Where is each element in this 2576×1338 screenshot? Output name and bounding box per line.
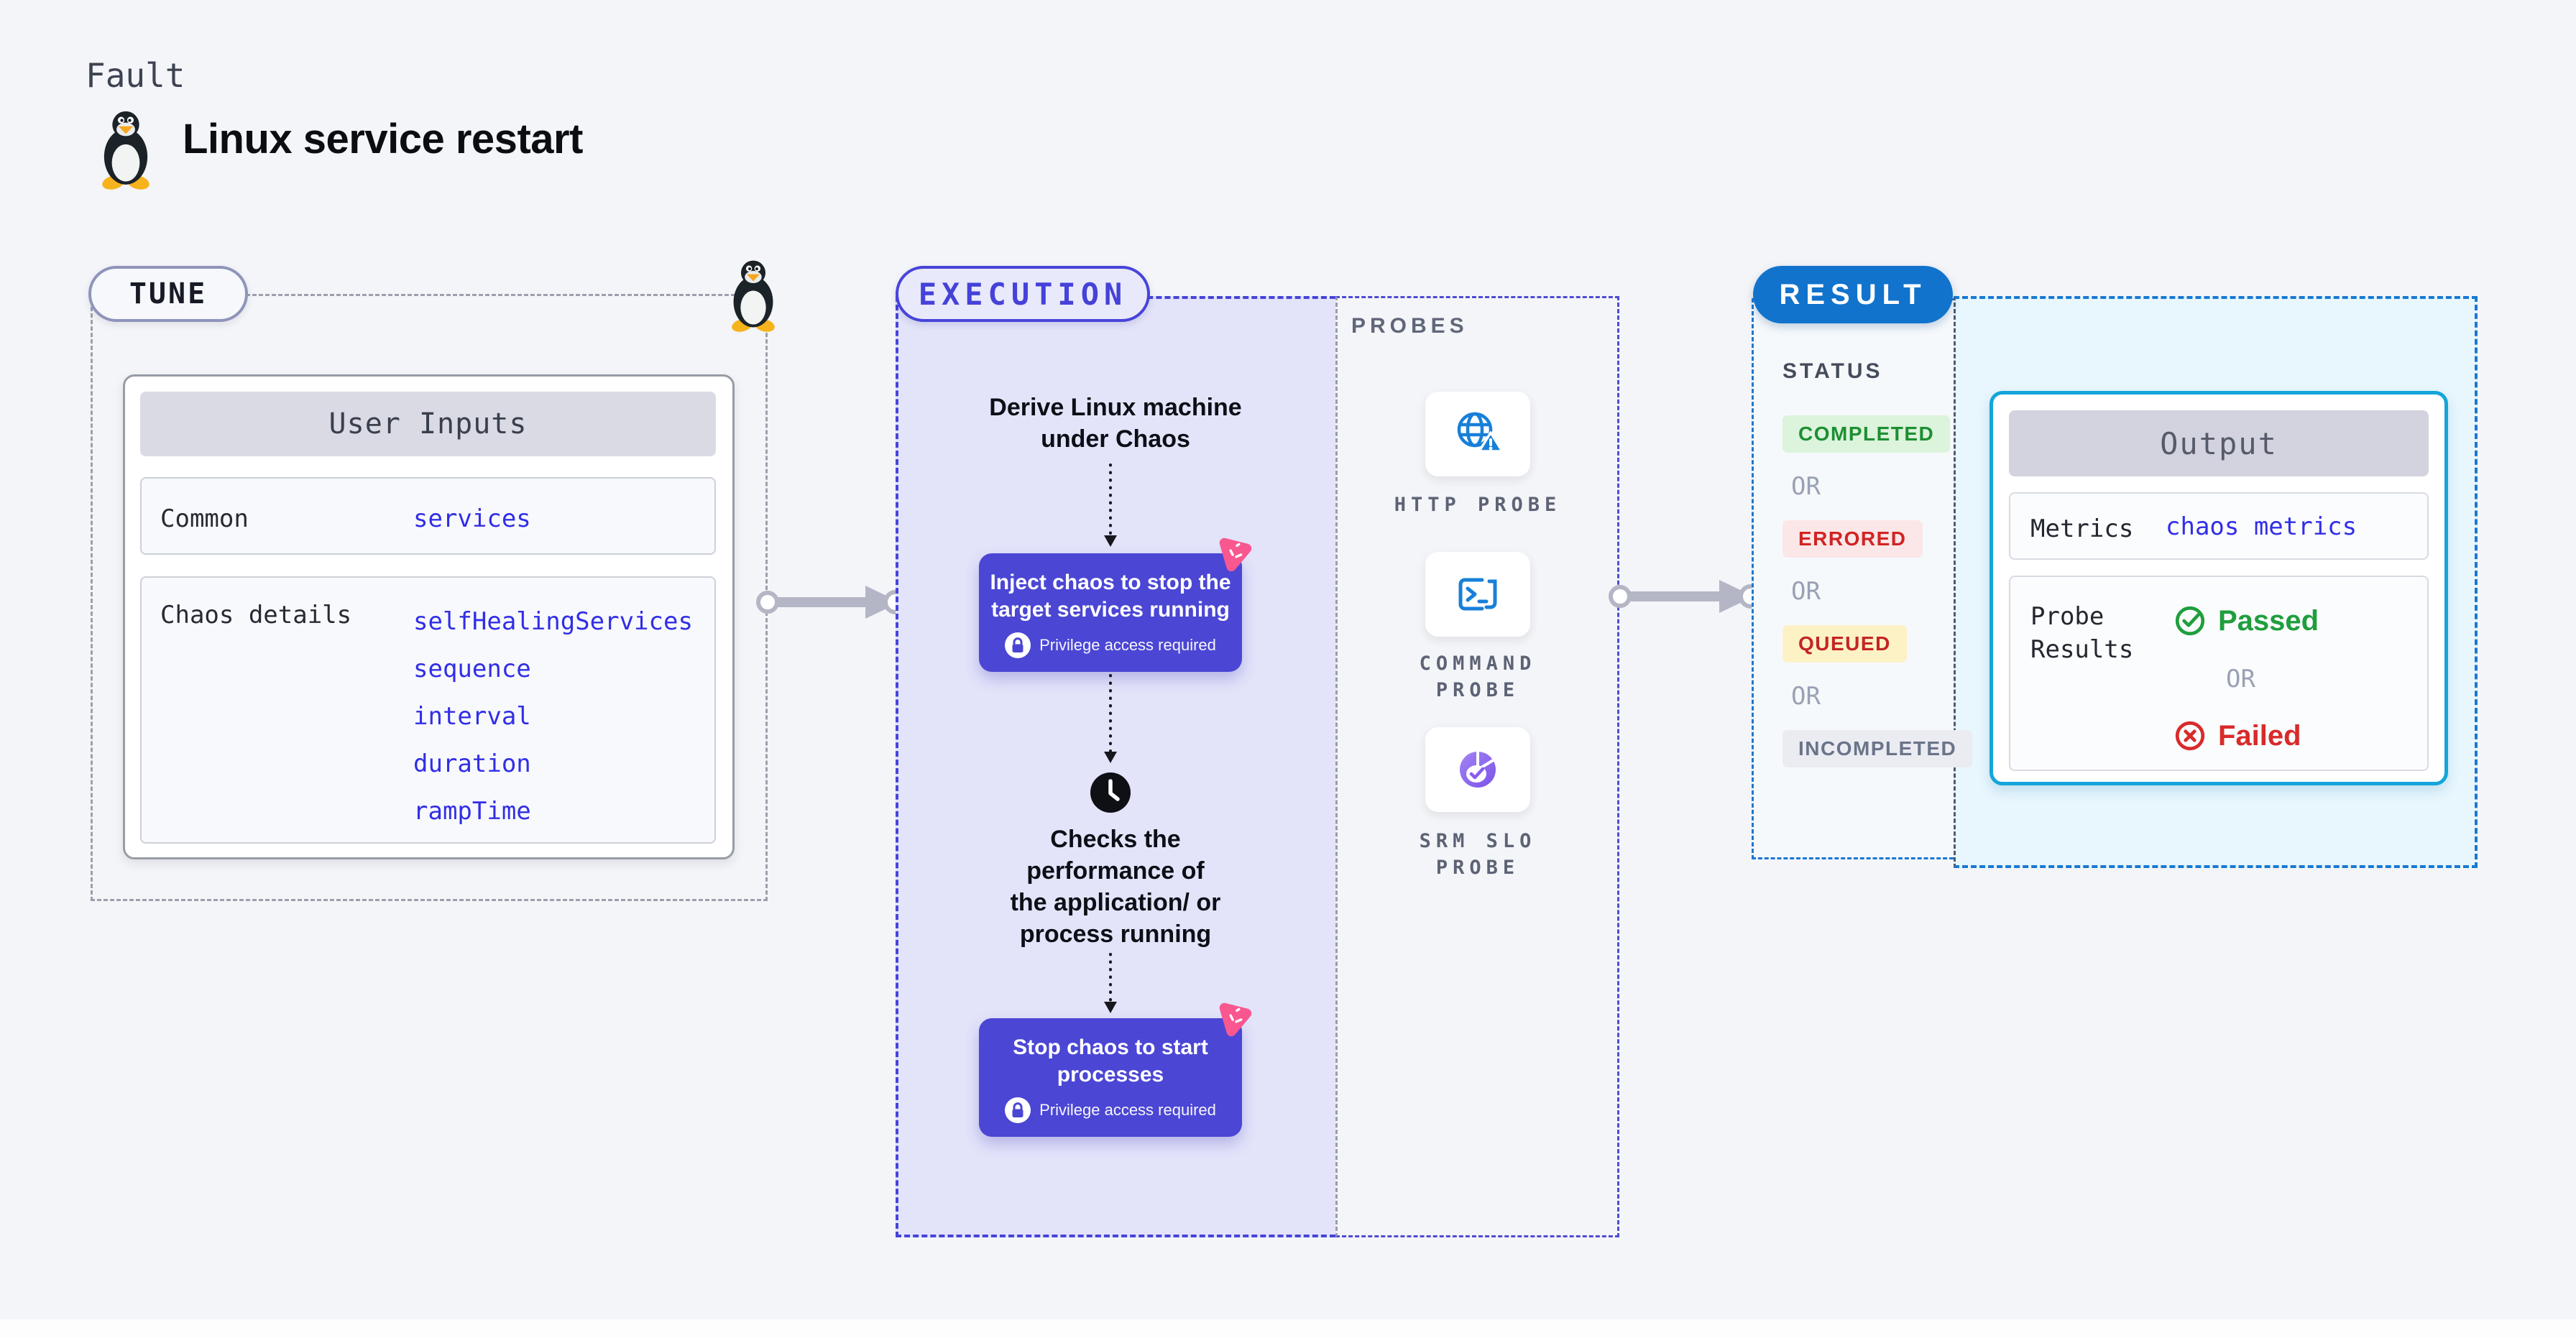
row-value: rampTime	[413, 797, 531, 826]
status-label: STATUS	[1782, 359, 1883, 383]
dotted-arrow-down-icon	[1104, 953, 1117, 1013]
slo-donut-icon	[1460, 750, 1496, 788]
srm-slo-probe-label: SRM SLO PROBE	[1419, 830, 1537, 879]
clock-icon	[1090, 772, 1131, 813]
status-badge-completed: COMPLETED	[1782, 415, 1951, 453]
user-inputs-card: User Inputs Common services Chaos detail…	[123, 374, 735, 859]
privilege-note: Privilege access required	[1005, 632, 1216, 658]
or-separator: OR	[1791, 577, 1821, 606]
failed-text: Failed	[2218, 719, 2301, 752]
dotted-arrow-down-icon	[1104, 463, 1117, 547]
tune-to-execution-arrow	[756, 586, 908, 619]
page-title: Linux service restart	[183, 116, 583, 162]
inject-chaos-card: Inject chaos to stop the target services…	[979, 553, 1242, 672]
user-inputs-row-common: Common services	[140, 477, 716, 555]
status-badge-errored: ERRORED	[1782, 520, 1923, 558]
row-values: selfHealingServices sequence interval du…	[413, 598, 693, 835]
row-label: Chaos details	[160, 601, 352, 629]
globe-alert-icon	[1457, 412, 1504, 453]
user-inputs-header: User Inputs	[140, 392, 716, 456]
x-circle-icon	[2175, 721, 2205, 751]
passed-result: Passed	[2174, 604, 2319, 637]
terminal-icon	[1458, 578, 1497, 611]
fault-kicker: Fault	[86, 56, 185, 95]
metrics-value: chaos metrics	[2166, 512, 2358, 541]
row-value: selfHealingServices	[413, 607, 693, 636]
row-value: duration	[413, 749, 531, 778]
probes-section-box	[1335, 296, 1619, 1237]
http-probe-label: HTTP PROBE	[1394, 494, 1562, 516]
output-header: Output	[2009, 410, 2429, 476]
tune-section-badge: TUNE	[88, 266, 248, 322]
metrics-label: Metrics	[2030, 515, 2134, 543]
srm-slo-probe-tile	[1425, 727, 1530, 812]
row-label: Common	[160, 504, 249, 533]
passed-text: Passed	[2218, 604, 2319, 637]
card-title: Inject chaos to stop the target services…	[990, 571, 1231, 622]
status-badge-incompleted: INCOMPLETED	[1782, 730, 1973, 767]
result-section-badge: RESULT	[1753, 266, 1953, 323]
dotted-arrow-down-icon	[1104, 674, 1117, 763]
probes-to-result-arrow	[1609, 580, 1763, 613]
or-separator: OR	[2226, 665, 2255, 693]
privilege-text: Privilege access required	[1039, 1101, 1216, 1119]
chaos-logo-icon	[1219, 1002, 1252, 1037]
bottom-strip	[0, 1319, 2576, 1338]
stop-chaos-card: Stop chaos to start processes Privilege …	[979, 1018, 1242, 1137]
execution-step-derive: Derive Linux machine under Chaos	[989, 394, 1242, 453]
status-badge-queued: QUEUED	[1782, 625, 1907, 663]
execution-section-badge: EXECUTION	[896, 266, 1150, 322]
lock-icon	[1005, 1097, 1031, 1123]
privilege-note: Privilege access required	[1005, 1097, 1216, 1123]
card-title: Stop chaos to start processes	[1013, 1035, 1208, 1086]
http-probe-tile	[1425, 392, 1530, 476]
failed-result: Failed	[2174, 719, 2301, 752]
row-value: sequence	[413, 655, 531, 683]
output-card: Output Metrics chaos metrics Probe Resul…	[1990, 391, 2448, 785]
row-value: services	[413, 504, 531, 533]
tux-penguin-icon	[732, 260, 775, 332]
command-probe-label: COMMAND PROBE	[1419, 652, 1537, 701]
command-probe-tile	[1425, 552, 1530, 637]
chaos-logo-icon	[1219, 537, 1252, 572]
user-inputs-row-chaos-details: Chaos details selfHealingServices sequen…	[140, 576, 716, 844]
lock-icon	[1005, 632, 1031, 658]
check-circle-icon	[2175, 606, 2205, 636]
or-separator: OR	[1791, 472, 1821, 501]
probes-label: PROBES	[1351, 314, 1468, 338]
metrics-row: Metrics chaos metrics	[2009, 492, 2429, 560]
privilege-text: Privilege access required	[1039, 636, 1216, 654]
row-value: interval	[413, 702, 531, 731]
status-list: COMPLETED OR ERRORED OR QUEUED OR INCOMP…	[1782, 415, 1973, 767]
probe-results-row: Probe Results Passed OR Failed	[2009, 576, 2429, 771]
execution-step-checks: Checks the performance of the applicatio…	[1010, 826, 1221, 948]
probe-results-label: Probe Results	[2030, 602, 2134, 664]
tux-penguin-icon	[102, 111, 150, 190]
or-separator: OR	[1791, 682, 1821, 711]
